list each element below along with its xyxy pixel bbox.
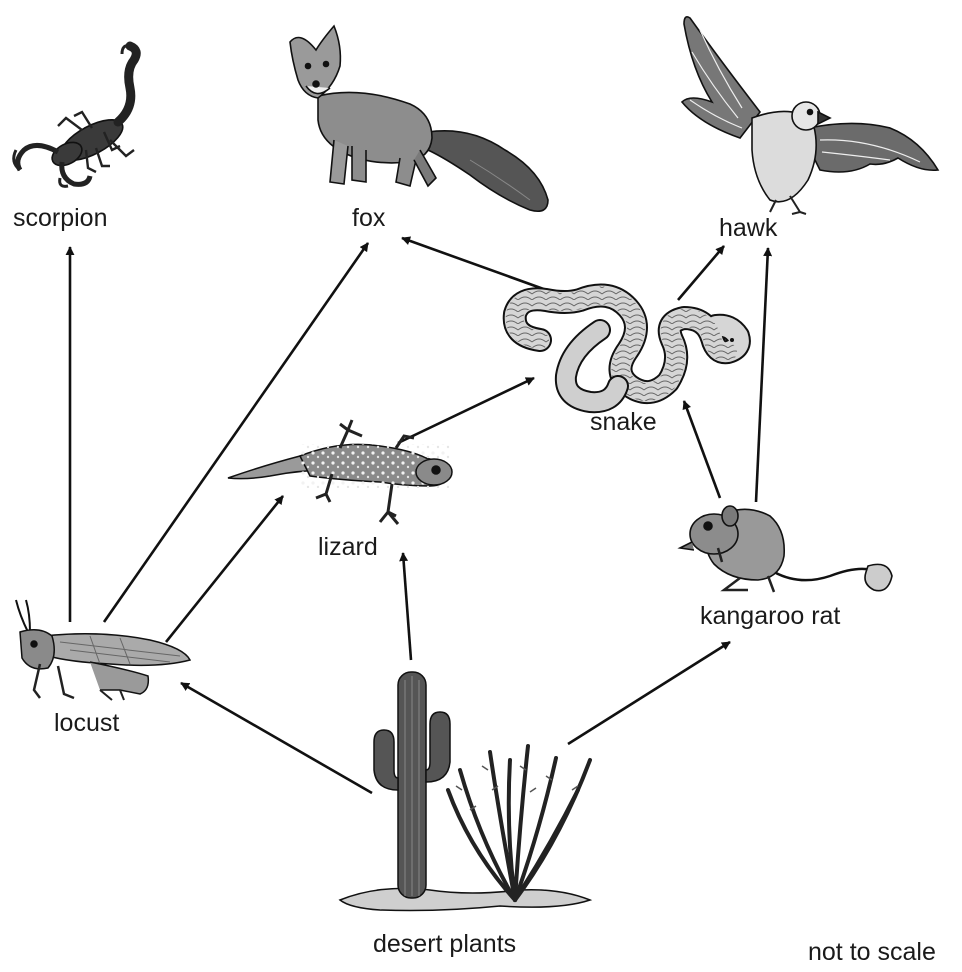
label-desert-plants: desert plants — [373, 932, 516, 957]
arrow-locust-to-lizard — [166, 496, 283, 642]
arrow-snake-to-hawk — [678, 246, 724, 300]
label-fox: fox — [352, 206, 385, 231]
label-hawk: hawk — [719, 216, 777, 241]
arrow-plants-to-kangaroo-rat — [568, 642, 730, 744]
arrow-kangaroo-rat-to-snake — [684, 401, 720, 498]
locust-illustration — [16, 600, 190, 700]
label-kangaroo-rat: kangaroo rat — [700, 604, 840, 629]
arrow-locust-to-fox — [104, 243, 368, 622]
label-scorpion: scorpion — [13, 206, 108, 231]
arrow-lizard-to-snake — [398, 378, 534, 443]
label-locust: locust — [54, 711, 119, 736]
label-snake: snake — [590, 410, 657, 435]
scorpion-illustration — [14, 46, 137, 187]
snake-illustration — [515, 296, 739, 403]
label-lizard: lizard — [318, 535, 378, 560]
lizard-illustration — [228, 420, 452, 524]
hawk-illustration — [682, 17, 938, 214]
arrow-snake-to-fox — [402, 238, 563, 296]
arrow-plants-to-locust — [181, 683, 372, 793]
fox-illustration — [290, 26, 548, 211]
arrow-plants-to-lizard — [403, 553, 411, 660]
kangaroo-rat-illustration — [680, 506, 892, 592]
desert-plants-illustration — [340, 672, 590, 911]
arrow-kangaroo-rat-to-hawk — [756, 248, 768, 502]
note-not-to-scale: not to scale — [808, 940, 936, 965]
